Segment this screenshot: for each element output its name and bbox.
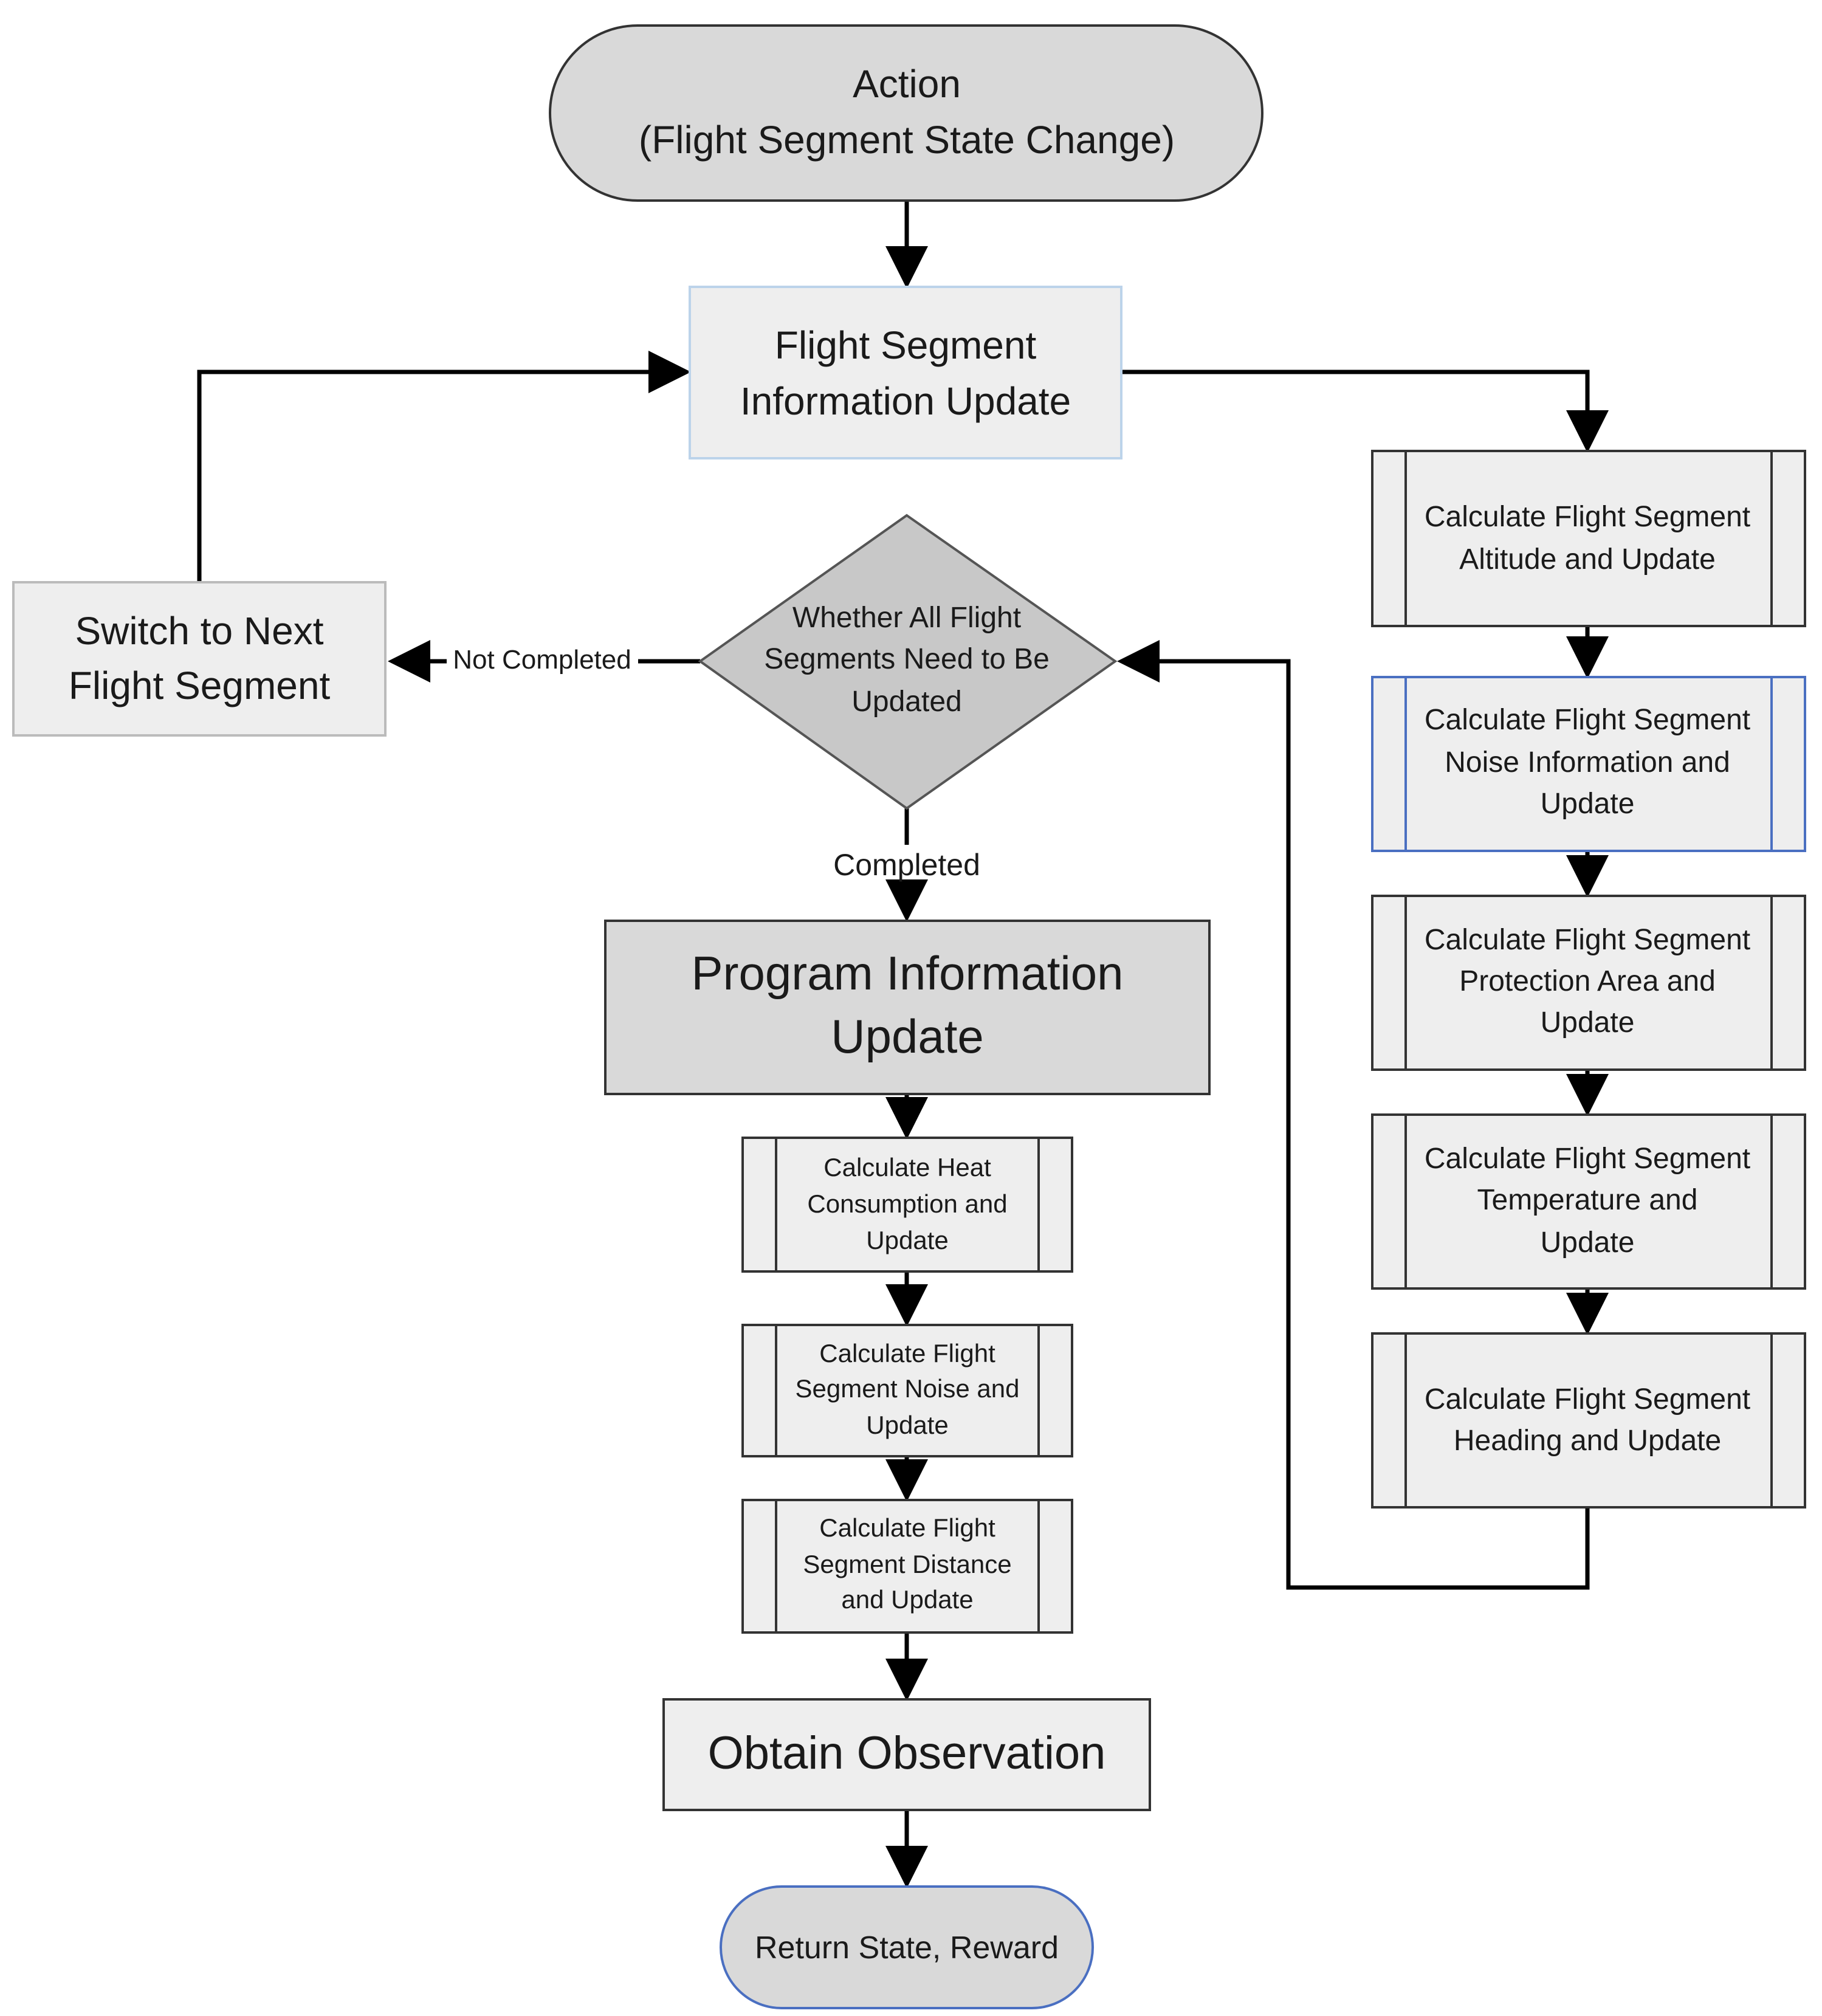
calc-temperature-line3: Update	[1541, 1226, 1635, 1259]
calc-heading-process: Calculate Flight Segment Heading and Upd…	[1371, 1332, 1806, 1509]
calc-fs-distance-line3: and Update	[841, 1585, 973, 1614]
program-info-line2: Update	[831, 1010, 984, 1063]
calc-fs-distance-line2: Segment Distance	[803, 1550, 1011, 1578]
calc-altitude-line2: Altitude and Update	[1459, 543, 1716, 576]
not-completed-label: Not Completed	[453, 645, 631, 675]
calc-protection-line3: Update	[1541, 1006, 1635, 1039]
switch-next-line2: Flight Segment	[69, 664, 331, 707]
calc-heading-line2: Heading and Update	[1454, 1425, 1721, 1457]
calc-altitude-process: Calculate Flight Segment Altitude and Up…	[1371, 450, 1806, 627]
calc-fs-noise-line2: Segment Noise and	[796, 1374, 1020, 1403]
obtain-observation-label: Obtain Observation	[708, 1727, 1106, 1779]
switch-next-segment-box: Switch to Next Flight Segment	[12, 581, 387, 737]
calc-heading-line1: Calculate Flight Segment	[1425, 1383, 1750, 1416]
calc-heat-line2: Consumption and	[807, 1189, 1007, 1218]
decision-diamond: Whether All Flight Segments Need to Be U…	[698, 514, 1118, 810]
calc-fs-distance-process: Calculate Flight Segment Distance and Up…	[741, 1499, 1073, 1634]
completed-label: Completed	[833, 848, 980, 882]
calc-heat-line1: Calculate Heat	[823, 1153, 991, 1182]
calc-fs-noise-process: Calculate Flight Segment Noise and Updat…	[741, 1324, 1073, 1457]
action-terminal: Action (Flight Segment State Change)	[549, 24, 1263, 202]
program-info-line1: Program Information	[692, 946, 1124, 1000]
calc-noise-info-line2: Noise Information and	[1445, 746, 1730, 779]
calc-heat-line3: Update	[866, 1226, 948, 1254]
fs-info-update-line1: Flight Segment	[775, 323, 1037, 367]
calc-altitude-line1: Calculate Flight Segment	[1425, 501, 1750, 533]
calc-protection-process: Calculate Flight Segment Protection Area…	[1371, 895, 1806, 1071]
decision-line1: Whether All Flight	[792, 602, 1021, 634]
edge-heading-to-decision	[1117, 640, 1590, 1590]
calc-fs-distance-line1: Calculate Flight	[819, 1513, 995, 1542]
calc-fs-noise-line3: Update	[866, 1411, 948, 1439]
not-completed-label-bg	[447, 644, 638, 678]
calc-noise-info-line1: Calculate Flight Segment	[1425, 704, 1750, 736]
edge-labels: Not Completed Completed	[447, 644, 980, 882]
calc-protection-line2: Protection Area and	[1459, 965, 1716, 997]
calc-fs-noise-line1: Calculate Flight	[819, 1339, 995, 1368]
calc-temperature-process: Calculate Flight Segment Temperature and…	[1371, 1113, 1806, 1290]
switch-next-line1: Switch to Next	[75, 609, 323, 653]
return-state-label: Return State, Reward	[755, 1930, 1059, 1966]
calc-protection-line1: Calculate Flight Segment	[1425, 924, 1750, 956]
connectors	[197, 201, 1609, 1888]
calc-temperature-line2: Temperature and	[1477, 1184, 1698, 1216]
action-title: Action	[853, 62, 961, 106]
fs-info-update-line2: Information Update	[740, 379, 1071, 423]
action-subtitle: (Flight Segment State Change)	[639, 118, 1175, 162]
calc-temperature-line1: Calculate Flight Segment	[1425, 1143, 1750, 1175]
calc-noise-info-line3: Update	[1541, 788, 1635, 820]
calc-heat-process: Calculate Heat Consumption and Update	[741, 1137, 1073, 1273]
decision-line3: Updated	[851, 686, 961, 718]
calc-noise-info-process: Calculate Flight Segment Noise Informati…	[1371, 676, 1806, 852]
program-info-update-box: Program Information Update	[604, 920, 1211, 1095]
edge-switch-to-fs-update	[197, 351, 691, 582]
edge-fs-update-to-altitude	[1121, 370, 1609, 453]
return-state-terminal: Return State, Reward	[720, 1885, 1094, 2009]
decision-line2: Segments Need to Be	[764, 643, 1050, 675]
obtain-observation-box: Obtain Observation	[662, 1698, 1151, 1811]
flight-segment-info-update-box: Flight Segment Information Update	[689, 286, 1122, 459]
